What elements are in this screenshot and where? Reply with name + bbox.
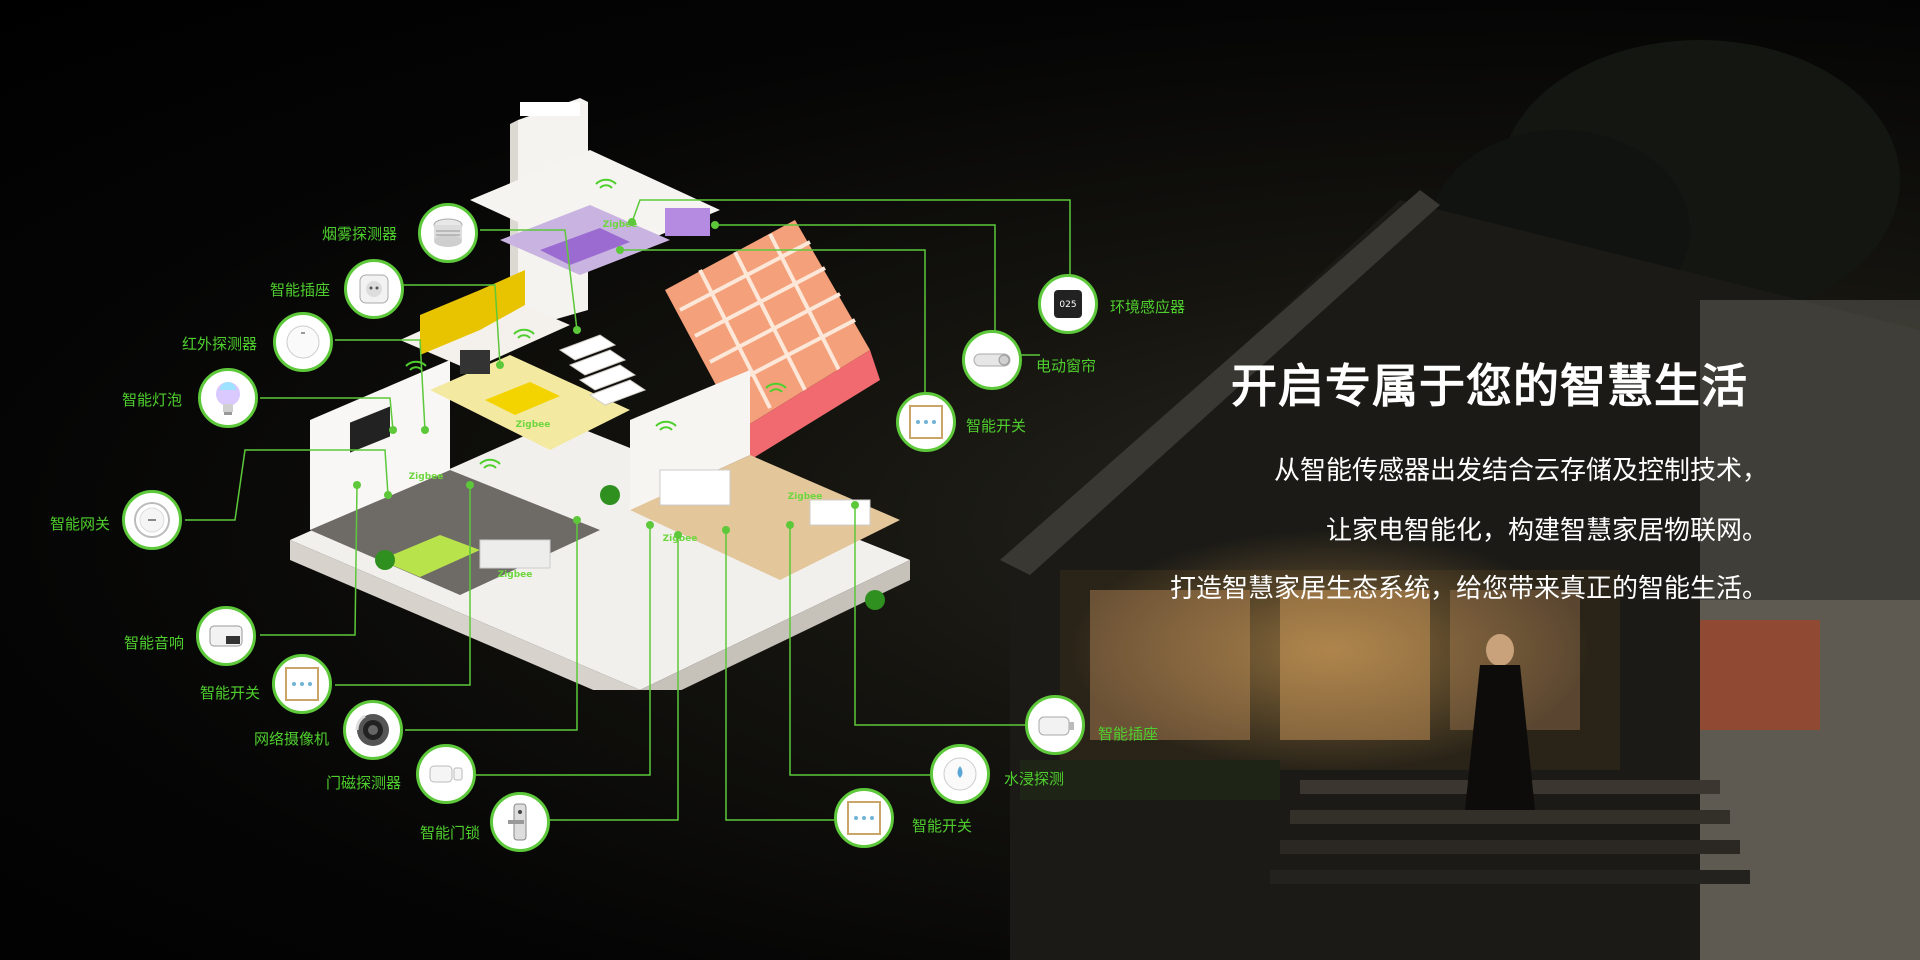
zigbee-label: Zigbee — [662, 534, 698, 544]
water-sensor-icon[interactable] — [930, 744, 990, 804]
environment-sensor-display: 025 — [1059, 300, 1076, 310]
smoke-detector-icon[interactable] — [418, 203, 478, 263]
description-line-1: 从智能传感器出发结合云存储及控制技术， — [1273, 456, 1768, 486]
smart-bulb-icon[interactable] — [198, 368, 258, 428]
smart-gateway-label: 智能网关 — [50, 515, 111, 533]
door-sensor-icon[interactable] — [416, 744, 476, 804]
smoke-detector-label: 烟雾探测器 — [322, 225, 398, 243]
description-line-2: 让家电智能化，构建智慧家居物联网。 — [1325, 516, 1768, 546]
smart-socket-label: 智能插座 — [1098, 725, 1159, 743]
smart-switch-icon[interactable] — [896, 392, 956, 452]
smart-switch-label: 智能开关 — [912, 817, 973, 835]
network-camera-label: 网络摄像机 — [254, 730, 330, 748]
smart-switch-icon[interactable] — [834, 788, 894, 848]
isometric-house-illustration — [290, 98, 910, 690]
zigbee-label: Zigbee — [515, 420, 551, 430]
headline: 开启专属于您的智慧生活 — [1231, 359, 1748, 413]
environment-sensor-label: 环境感应器 — [1110, 298, 1186, 316]
environment-sensor-icon[interactable]: 025 — [1038, 274, 1098, 334]
infrared-detector-label: 红外探测器 — [182, 335, 258, 353]
zigbee-label: Zigbee — [602, 220, 638, 230]
zigbee-label: Zigbee — [787, 492, 823, 502]
door-sensor-label: 门磁探测器 — [326, 774, 402, 792]
smart-socket-icon[interactable] — [344, 259, 404, 319]
infrared-detector-icon[interactable] — [273, 312, 333, 372]
smart-speaker-icon[interactable] — [196, 606, 256, 666]
electric-curtain-icon[interactable] — [962, 330, 1022, 390]
smart-speaker-label: 智能音响 — [124, 634, 185, 652]
smart-socket-icon[interactable] — [1025, 695, 1085, 755]
zigbee-label: Zigbee — [408, 472, 444, 482]
smart-switch-label: 智能开关 — [966, 417, 1027, 435]
water-sensor-label: 水浸探测 — [1004, 770, 1065, 788]
zigbee-label: Zigbee — [497, 570, 533, 580]
smart-lock-label: 智能门锁 — [420, 824, 481, 842]
smart-bulb-label: 智能灯泡 — [122, 391, 183, 409]
smart-gateway-icon[interactable] — [122, 490, 182, 550]
smart-switch-icon[interactable] — [272, 654, 332, 714]
network-camera-icon[interactable] — [343, 700, 403, 760]
description-line-3: 打造智慧家居生态系统，给您带来真正的智能生活。 — [1169, 574, 1768, 604]
smart-switch-label: 智能开关 — [200, 684, 261, 702]
smart-socket-label: 智能插座 — [270, 281, 331, 299]
electric-curtain-label: 电动窗帘 — [1036, 357, 1097, 375]
smart-lock-icon[interactable] — [490, 792, 550, 852]
